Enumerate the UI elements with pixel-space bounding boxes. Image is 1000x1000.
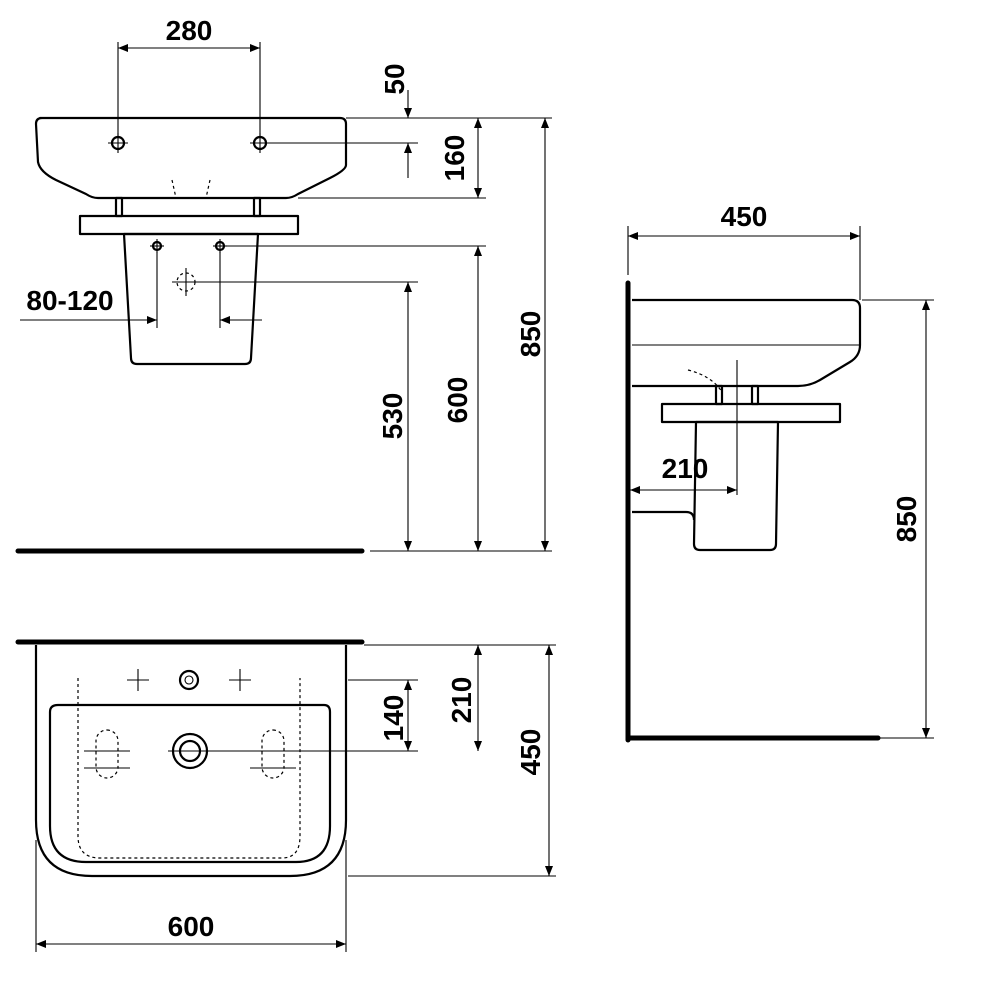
dim-210-side-label: 210 <box>662 453 709 484</box>
basin-front-outline <box>34 116 348 200</box>
dim-210-plan: 210 <box>364 644 556 751</box>
plan-tap-mark-left <box>127 669 149 691</box>
bolt-right <box>252 196 262 218</box>
dim-530: 530 <box>200 281 418 551</box>
wall-bracket-plate <box>78 214 300 236</box>
dim-210-plan-label: 210 <box>446 677 477 724</box>
basin-plan-outline <box>34 645 348 878</box>
dim-530-label: 530 <box>377 393 408 440</box>
dim-280: 280 <box>117 15 261 138</box>
dim-50: 50 <box>260 63 552 178</box>
dim-160-label: 160 <box>439 135 470 182</box>
dim-850-front-label: 850 <box>515 311 546 358</box>
bolt-left <box>114 196 124 218</box>
dim-450-side-label: 450 <box>721 201 768 232</box>
side-elevation-view: 450 850 210 <box>625 201 934 743</box>
fixing-point-left <box>150 239 164 253</box>
dim-600-width: 600 <box>35 840 347 952</box>
dim-600-height: 600 <box>224 245 486 551</box>
dim-850-side: 850 <box>862 299 934 739</box>
side-bolt-right <box>750 384 760 406</box>
semi-pedestal-side <box>692 420 780 552</box>
dim-210-side: 210 <box>630 453 737 494</box>
plan-fixing-slot-right <box>250 729 296 779</box>
front-elevation-view: 280 50 160 850 600 <box>15 15 552 554</box>
dim-160: 160 <box>298 118 486 199</box>
dim-280-label: 280 <box>166 15 213 46</box>
trap-pipe <box>632 510 696 521</box>
dim-850-side-label: 850 <box>891 496 922 543</box>
plan-view: 140 210 450 600 <box>15 639 556 952</box>
bowl-inner-outline <box>48 703 332 864</box>
waste-pipe-position <box>172 268 200 296</box>
dim-850-front: 850 <box>370 118 552 552</box>
plan-fixing-slot-left <box>84 729 130 779</box>
plan-tap-mark-right <box>229 669 251 691</box>
waste-outlet-hidden <box>171 179 211 199</box>
plan-tap-hole-centre <box>178 669 200 691</box>
dim-450-side: 450 <box>627 201 861 300</box>
dim-140: 140 <box>212 679 418 752</box>
plan-waste-outlet <box>168 732 212 770</box>
dim-600-width-label: 600 <box>168 911 215 942</box>
dim-50-label: 50 <box>379 63 410 94</box>
dim-80-120-label: 80-120 <box>26 285 113 316</box>
dim-450-plan-label: 450 <box>515 729 546 776</box>
dim-140-label: 140 <box>378 695 409 742</box>
side-bracket-plate <box>660 402 842 424</box>
dim-80-120: 80-120 <box>20 252 262 328</box>
semi-pedestal <box>122 232 260 366</box>
basin-side-waste-hidden <box>687 369 723 393</box>
basin-side-outline <box>632 298 862 388</box>
dim-450-plan: 450 <box>348 645 556 877</box>
dim-600-height-label: 600 <box>442 377 473 424</box>
bowl-underside-hidden <box>77 678 301 859</box>
